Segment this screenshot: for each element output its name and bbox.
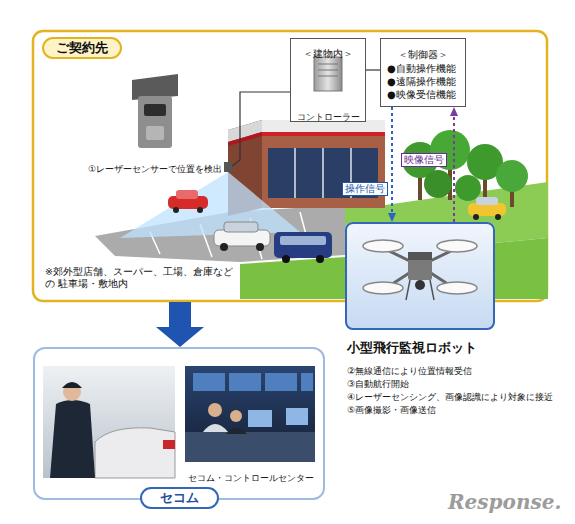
- text-slot: ※郊外型店舗、スーパー、工場、倉庫などの 駐車場・敷地内: [45, 266, 239, 291]
- text-slot: コントローラー: [293, 105, 363, 124]
- frame-tag: セコム: [140, 487, 219, 509]
- device-label: コントローラー: [297, 112, 360, 123]
- callout-label: ①レーザーセンサーで位置を検出: [88, 164, 222, 175]
- controller-box: ＜制御器＞●自動操作機能 ●遠隔操作機能 ●映像受信機能: [380, 38, 466, 107]
- watermark: Response.: [448, 490, 561, 514]
- signal-label: 映像信号: [401, 153, 447, 167]
- control-center-photo: セコム・コントロールセンター: [185, 366, 318, 482]
- controller-unit: コントローラー: [293, 55, 363, 119]
- building-interior-box: ＜建物内＞コントローラー: [290, 38, 366, 122]
- connector: [391, 107, 393, 213]
- box-heading: ＜制御器＞: [398, 49, 448, 61]
- text-slot: ご契約先: [42, 37, 122, 59]
- text-slot: ②無線通信により位置情報受信: [347, 359, 472, 378]
- note-text: ※郊外型店舗、スーパー、工場、倉庫などの 駐車場・敷地内: [45, 266, 239, 291]
- text-slot: ＜建物内＞: [291, 42, 365, 61]
- step-item: ②無線通信により位置情報受信: [347, 365, 472, 376]
- signal-label: 操作信号: [342, 182, 388, 196]
- step-item: ④レーザーセンシング、画像認識により対象に接近: [347, 391, 553, 402]
- box-heading: ＜建物内＞: [303, 48, 353, 60]
- text-slot: 映像信号: [401, 148, 447, 167]
- step-item: ③自動航行開始: [347, 378, 409, 389]
- text-slot: 操作信号: [342, 177, 388, 196]
- frame-tag: ご契約先: [42, 37, 122, 59]
- connector: [169, 302, 191, 327]
- secom-frame: セコムセコム・コントロールセンター: [33, 347, 325, 500]
- photo-caption: セコム・コントロールセンター: [188, 473, 314, 484]
- text-slot: セコム: [35, 487, 323, 509]
- function-list: ●自動操作機能 ●遠隔操作機能 ●映像受信機能: [387, 62, 459, 101]
- text-slot: ①レーザーセンサーで位置を検出: [88, 157, 222, 176]
- text-slot: Response.: [448, 490, 561, 514]
- step-item: ⑤画像撮影・画像送信: [347, 404, 436, 415]
- connector: [453, 116, 455, 222]
- text-slot: 小型飛行監視ロボット: [347, 337, 477, 356]
- text-slot: セコム・コントロールセンター: [185, 466, 317, 485]
- connector: [366, 69, 380, 70]
- text-slot: ●自動操作機能 ●遠隔操作機能 ●映像受信機能: [387, 62, 459, 102]
- drone-panel: 小型飛行監視ロボット②無線通信により位置情報受信③自動航行開始④レーザーセンシン…: [345, 222, 495, 330]
- text-slot: ＜制御器＞: [387, 43, 459, 62]
- panel-heading: 小型飛行監視ロボット: [347, 340, 477, 356]
